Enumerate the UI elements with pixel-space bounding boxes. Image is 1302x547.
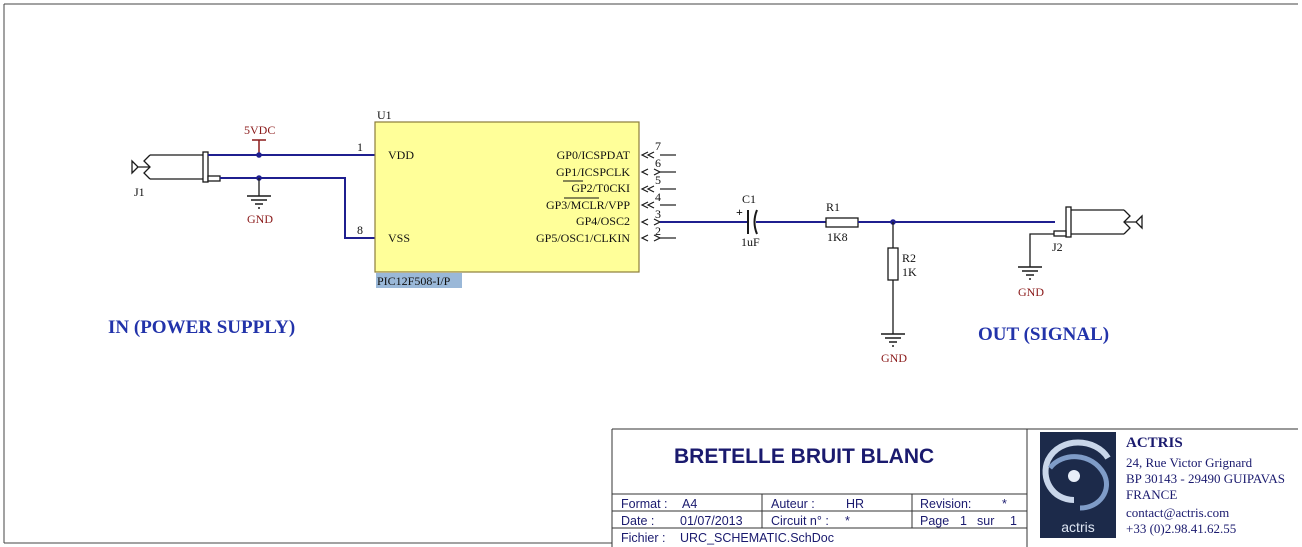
gnd-j2-label: GND [1018, 285, 1044, 299]
c1-polarity-plus: + [736, 205, 743, 219]
logo-text: actris [1061, 519, 1094, 535]
capacitor-c1[interactable] [747, 209, 758, 235]
wire-j2-gnd [1029, 233, 1054, 267]
actris-logo: actris [1040, 432, 1116, 538]
company-address1: 24, Rue Victor Grignard [1126, 455, 1253, 470]
u1-part-number: PIC12F508-I/P [377, 274, 451, 288]
page-total: 1 [1010, 514, 1017, 528]
format-value: A4 [682, 497, 697, 511]
page-label: Page [920, 514, 949, 528]
resistor-r1[interactable] [825, 217, 859, 228]
u1-pin7-name: GP0/ICSPDAT [557, 148, 631, 162]
title-block-title: BRETELLE BRUIT BLANC [674, 445, 934, 468]
label-out-signal: OUT (SIGNAL) [978, 324, 1109, 345]
u1-part-highlight [376, 273, 462, 288]
gnd-r2-label: GND [881, 351, 907, 365]
page-sur: sur [977, 514, 994, 528]
title-block [611, 428, 1298, 547]
u1-pin7-number: 7 [655, 139, 661, 153]
circuit-value: * [845, 514, 850, 528]
r2-value: 1K [902, 265, 917, 279]
auteur-label: Auteur : [771, 497, 815, 511]
date-label: Date : [621, 514, 654, 528]
u1-pin6-name: GP1/ICSPCLK [556, 165, 630, 179]
revision-value: * [1002, 497, 1007, 511]
junction-vdd [256, 152, 262, 158]
u1-pin8-name: VSS [388, 231, 410, 245]
u1-pin5-name: GP2/T0CKI [571, 181, 630, 195]
u1-right-pin-stubs [640, 151, 676, 242]
company-address2: BP 30143 - 29490 GUIPAVAS [1126, 471, 1285, 486]
u1-pin3-name: GP4/OSC2 [576, 214, 630, 228]
j1-jack-connector[interactable] [131, 151, 221, 183]
fichier-value: URC_SCHEMATIC.SchDoc [680, 531, 834, 545]
gnd-j1-label: GND [247, 212, 273, 226]
wire-vss [220, 177, 375, 239]
j2-jack-connector[interactable] [1053, 206, 1143, 238]
u1-pin5-number: 5 [655, 173, 661, 187]
u1-pin8-number: 8 [357, 223, 363, 237]
company-phone: +33 (0)2.98.41.62.55 [1126, 521, 1236, 536]
r2-designator: R2 [902, 251, 916, 265]
revision-label: Revision: [920, 497, 971, 511]
u1-ic-body[interactable] [374, 121, 640, 273]
date-value: 01/07/2013 [680, 514, 743, 528]
company-name: ACTRIS [1126, 435, 1183, 451]
fichier-label: Fichier : [621, 531, 665, 545]
gnd-j2-symbol [1018, 266, 1042, 280]
u1-pin6-number: 6 [655, 156, 661, 170]
company-email[interactable]: contact@actris.com [1126, 505, 1229, 520]
page-number: 1 [960, 514, 967, 528]
power-5vdc-label: 5VDC [244, 123, 275, 137]
j1-designator: J1 [134, 185, 145, 199]
gnd-r2-symbol [881, 333, 905, 347]
u1-pin4-number: 4 [655, 190, 661, 204]
u1-pin1-name: VDD [388, 148, 414, 162]
circuit-label: Circuit n° : [771, 514, 829, 528]
j2-designator: J2 [1052, 240, 1063, 254]
company-country: FRANCE [1126, 487, 1177, 502]
u1-designator: U1 [377, 108, 392, 122]
c1-designator: C1 [742, 192, 756, 206]
format-label: Format : [621, 497, 668, 511]
u1-pin3-number: 3 [655, 207, 661, 221]
u1-pin1-number: 1 [357, 140, 363, 154]
resistor-r2[interactable] [887, 247, 899, 281]
label-in-power-supply: IN (POWER SUPPLY) [108, 317, 295, 338]
u1-pin4-name: GP3/MCLR/VPP [546, 198, 630, 212]
gnd-j1-symbol [247, 195, 271, 209]
c1-value: 1uF [741, 235, 760, 249]
r1-designator: R1 [826, 200, 840, 214]
auteur-value: HR [846, 497, 864, 511]
u1-pin2-number: 2 [655, 224, 661, 238]
r1-value: 1K8 [827, 230, 848, 244]
u1-pin2-name: GP5/OSC1/CLKIN [536, 231, 630, 245]
